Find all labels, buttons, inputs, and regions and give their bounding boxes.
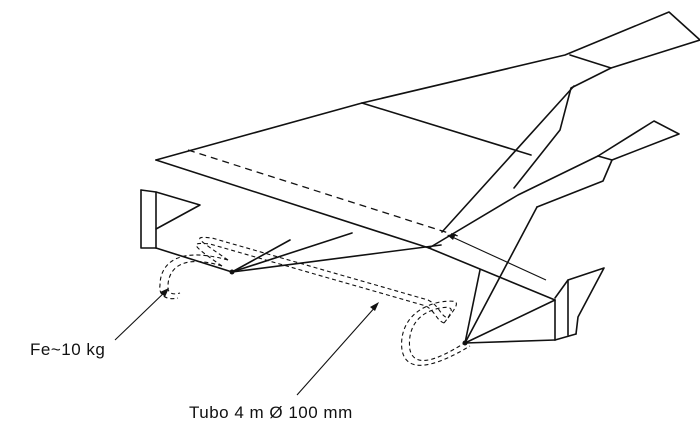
- upper-wing: [155, 11, 700, 249]
- left-end-plate: [140, 189, 201, 249]
- iron-mass-label: Fe~10 kg: [30, 340, 106, 359]
- struts: [155, 232, 468, 346]
- tube-label: Tubo 4 m Ø 100 mm: [189, 403, 353, 422]
- leader-arrows: [114, 234, 547, 396]
- tube-path: [159, 236, 471, 366]
- lower-wing: [428, 120, 680, 344]
- right-end-plate: [554, 267, 605, 341]
